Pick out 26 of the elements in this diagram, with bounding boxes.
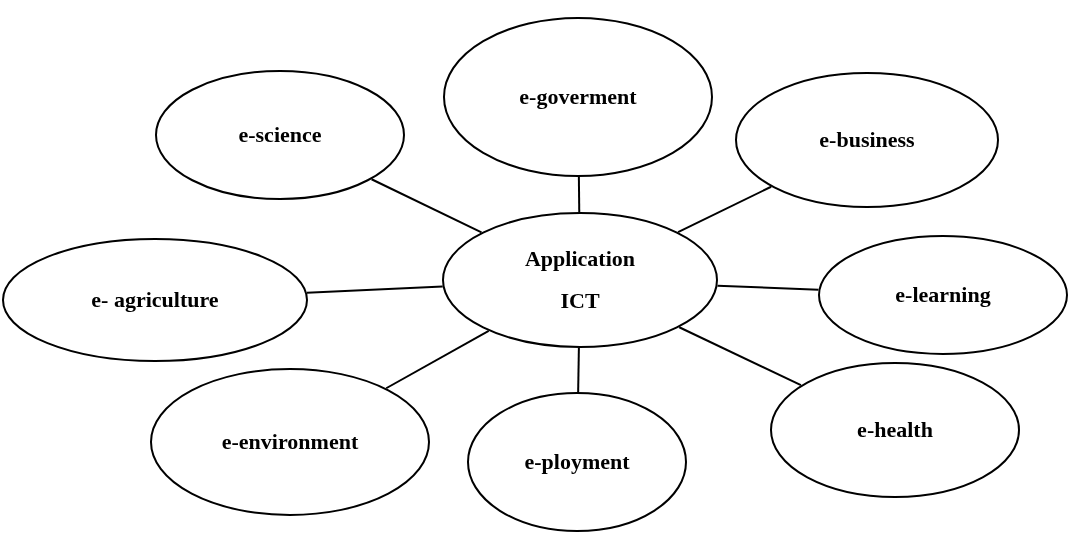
node-label: e-science	[238, 122, 322, 148]
node-label: e-environment	[221, 429, 359, 455]
connector-line	[678, 326, 802, 387]
node-label: e-health	[857, 417, 933, 443]
ellipse-node	[155, 70, 405, 200]
node-label: e-learning	[895, 282, 991, 308]
connector-line	[577, 347, 580, 393]
ellipse-node	[467, 392, 687, 532]
connector-line	[716, 284, 820, 291]
ellipse-node	[442, 212, 718, 348]
connector-line	[306, 285, 444, 294]
ellipse-node	[818, 235, 1068, 355]
node-label: Application ICT	[525, 245, 635, 315]
node-label: e-ployment	[524, 449, 630, 475]
connector-line	[577, 176, 581, 213]
ellipse-node	[735, 72, 999, 208]
connector-line	[370, 178, 483, 234]
ellipse-node	[2, 238, 308, 362]
connector-line	[385, 330, 490, 390]
ellipse-node	[770, 362, 1020, 498]
ellipse-node	[150, 368, 430, 516]
node-label: e- agriculture	[91, 287, 219, 313]
node-label: e-goverment	[519, 84, 637, 110]
connector-line	[677, 185, 773, 234]
node-label: e-business	[819, 127, 915, 153]
ellipse-node	[443, 17, 713, 177]
